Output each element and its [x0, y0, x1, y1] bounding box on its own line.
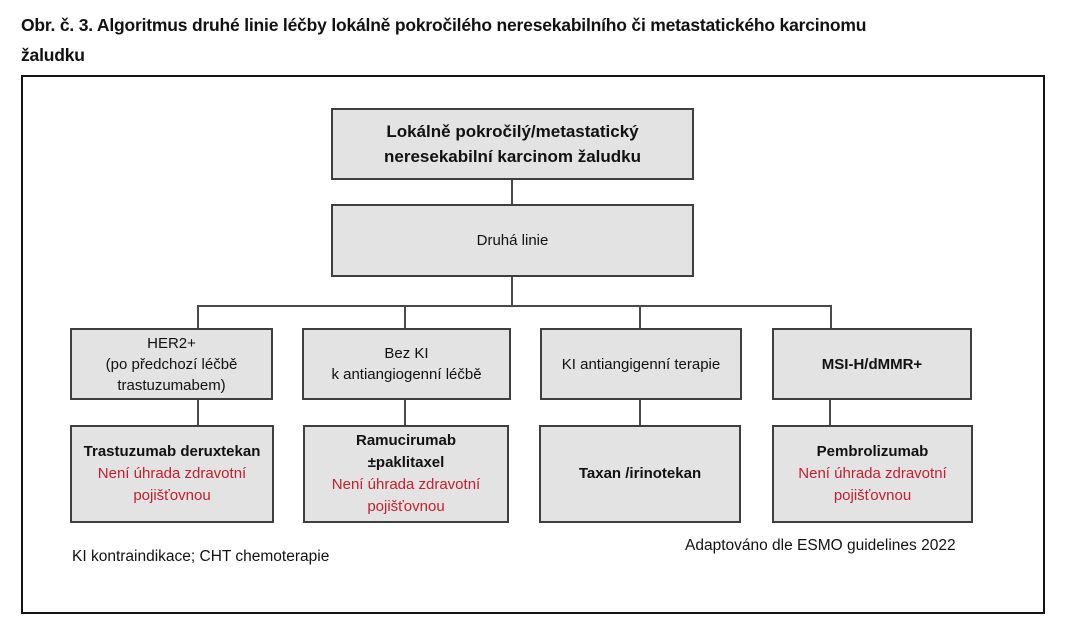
- treatment1-reimbursement-note: Není úhrada zdravotní pojišťovnou: [97, 465, 247, 504]
- node-treatment-pembrolizumab: Pembrolizumab Není úhrada zdravotní poji…: [772, 425, 973, 523]
- condition-her2-line3: trastuzumabem): [117, 376, 226, 394]
- figure-title-line1: Obr. č. 3. Algoritmus druhé linie léčby …: [21, 15, 867, 35]
- connector-root-to-secondline: [511, 180, 513, 204]
- connector-condition4-to-treatment: [829, 400, 831, 426]
- node-treatment-taxan-irinotekan: Taxan /irinotekan: [539, 425, 741, 523]
- second-line-label: Druhá linie: [476, 232, 549, 249]
- condition-no-ki-line2: k antiangiogenní léčbě: [331, 366, 482, 383]
- treatment4-drug: Pembrolizumab: [816, 443, 929, 460]
- node-second-line: Druhá linie: [331, 204, 694, 277]
- connector-condition3-to-treatment: [639, 400, 641, 426]
- root-line1: Lokálně pokročilý/metastatický: [386, 122, 639, 141]
- treatment1-drug: Trastuzumab deruxtekan: [83, 443, 261, 460]
- connector-branch2-down: [404, 306, 406, 328]
- node-treatment-trastuzumab-deruxtekan: Trastuzumab deruxtekan Není úhrada zdrav…: [70, 425, 274, 523]
- node-condition-ki: KI antiangigenní terapie: [540, 328, 742, 400]
- node-condition-msi: MSI-H/dMMR+: [772, 328, 972, 400]
- legend-abbreviations: KI kontraindikace; CHT chemoterapie: [72, 548, 330, 565]
- connector-condition1-to-treatment: [197, 400, 199, 426]
- treatment2-drug-line1: Ramucirumab: [355, 432, 457, 449]
- condition-ki-line1: KI antiangigenní terapie: [561, 355, 721, 373]
- treatment4-reimbursement-note: Není úhrada zdravotní pojišťovnou: [798, 465, 947, 504]
- node-root-diagnosis: Lokálně pokročilý/metastatický neresekab…: [331, 108, 694, 180]
- treatment3-drug: Taxan /irinotekan: [578, 465, 702, 482]
- connector-branch4-down: [830, 306, 832, 328]
- connector-branch1-down: [197, 306, 199, 328]
- node-condition-no-ki: Bez KI k antiangiogenní léčbě: [302, 328, 511, 400]
- node-condition-her2: HER2+ (po předchozí léčbě trastuzumabem): [70, 328, 273, 400]
- source-attribution: Adaptováno dle ESMO guidelines 2022: [685, 537, 956, 554]
- connector-distributor: [197, 305, 832, 307]
- treatment2-drug-line2: ±paklitaxel: [367, 454, 445, 471]
- condition-her2-line1: HER2+: [147, 334, 196, 352]
- connector-secondline-down: [511, 277, 513, 306]
- treatment2-reimbursement-note: Není úhrada zdravotní pojišťovnou: [331, 476, 481, 515]
- condition-her2-line2: (po předchozí léčbě: [105, 355, 238, 373]
- node-treatment-ramucirumab: Ramucirumab ±paklitaxel Není úhrada zdra…: [303, 425, 509, 523]
- connector-branch3-down: [639, 306, 641, 328]
- condition-msi-line1: MSI-H/dMMR+: [821, 355, 923, 373]
- figure-title-line2: žaludku: [21, 45, 85, 65]
- condition-no-ki-line1: Bez KI: [384, 345, 429, 362]
- connector-condition2-to-treatment: [404, 400, 406, 426]
- root-line2: neresekabilní karcinom žaludku: [384, 147, 641, 166]
- figure-title: Obr. č. 3. Algoritmus druhé linie léčby …: [21, 10, 866, 70]
